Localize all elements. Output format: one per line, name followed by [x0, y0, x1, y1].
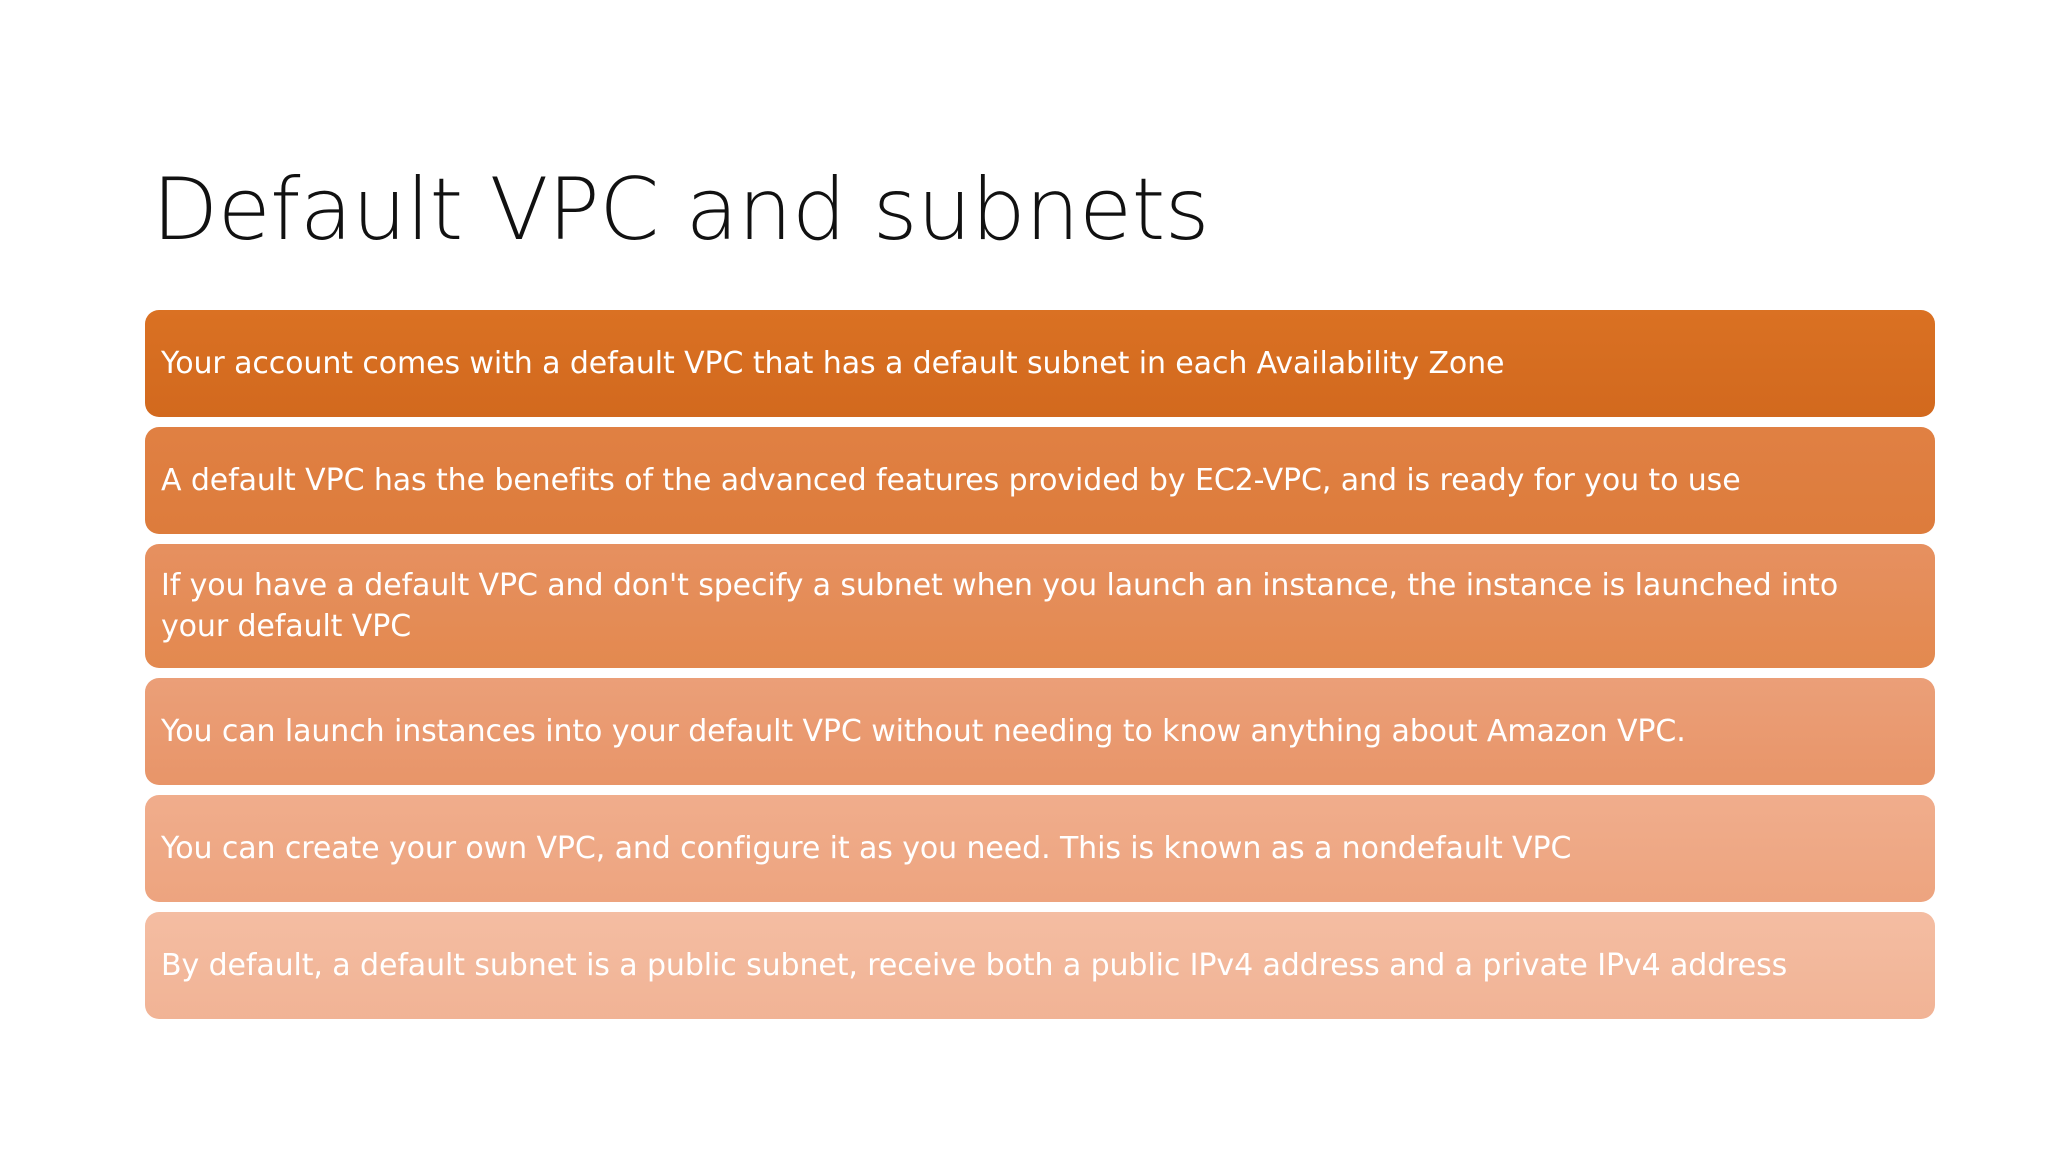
- smartart-vertical-box-list: Your account comes with a default VPC th…: [145, 310, 1935, 1055]
- list-item[interactable]: You can launch instances into your defau…: [145, 678, 1935, 785]
- list-item[interactable]: By default, a default subnet is a public…: [145, 912, 1935, 1019]
- list-item[interactable]: If you have a default VPC and don't spec…: [145, 544, 1935, 668]
- list-item-label: By default, a default subnet is a public…: [161, 948, 1788, 983]
- page-title: Default VPC and subnets: [152, 159, 1210, 260]
- list-item-label: If you have a default VPC and don't spec…: [161, 568, 1839, 644]
- list-item-label: You can create your own VPC, and configu…: [161, 831, 1572, 866]
- list-item-label: You can launch instances into your defau…: [161, 714, 1686, 749]
- list-item[interactable]: Your account comes with a default VPC th…: [145, 310, 1935, 417]
- list-item[interactable]: A default VPC has the benefits of the ad…: [145, 427, 1935, 534]
- list-item-label: Your account comes with a default VPC th…: [161, 346, 1505, 381]
- list-item-label: A default VPC has the benefits of the ad…: [161, 463, 1741, 498]
- list-item[interactable]: You can create your own VPC, and configu…: [145, 795, 1935, 902]
